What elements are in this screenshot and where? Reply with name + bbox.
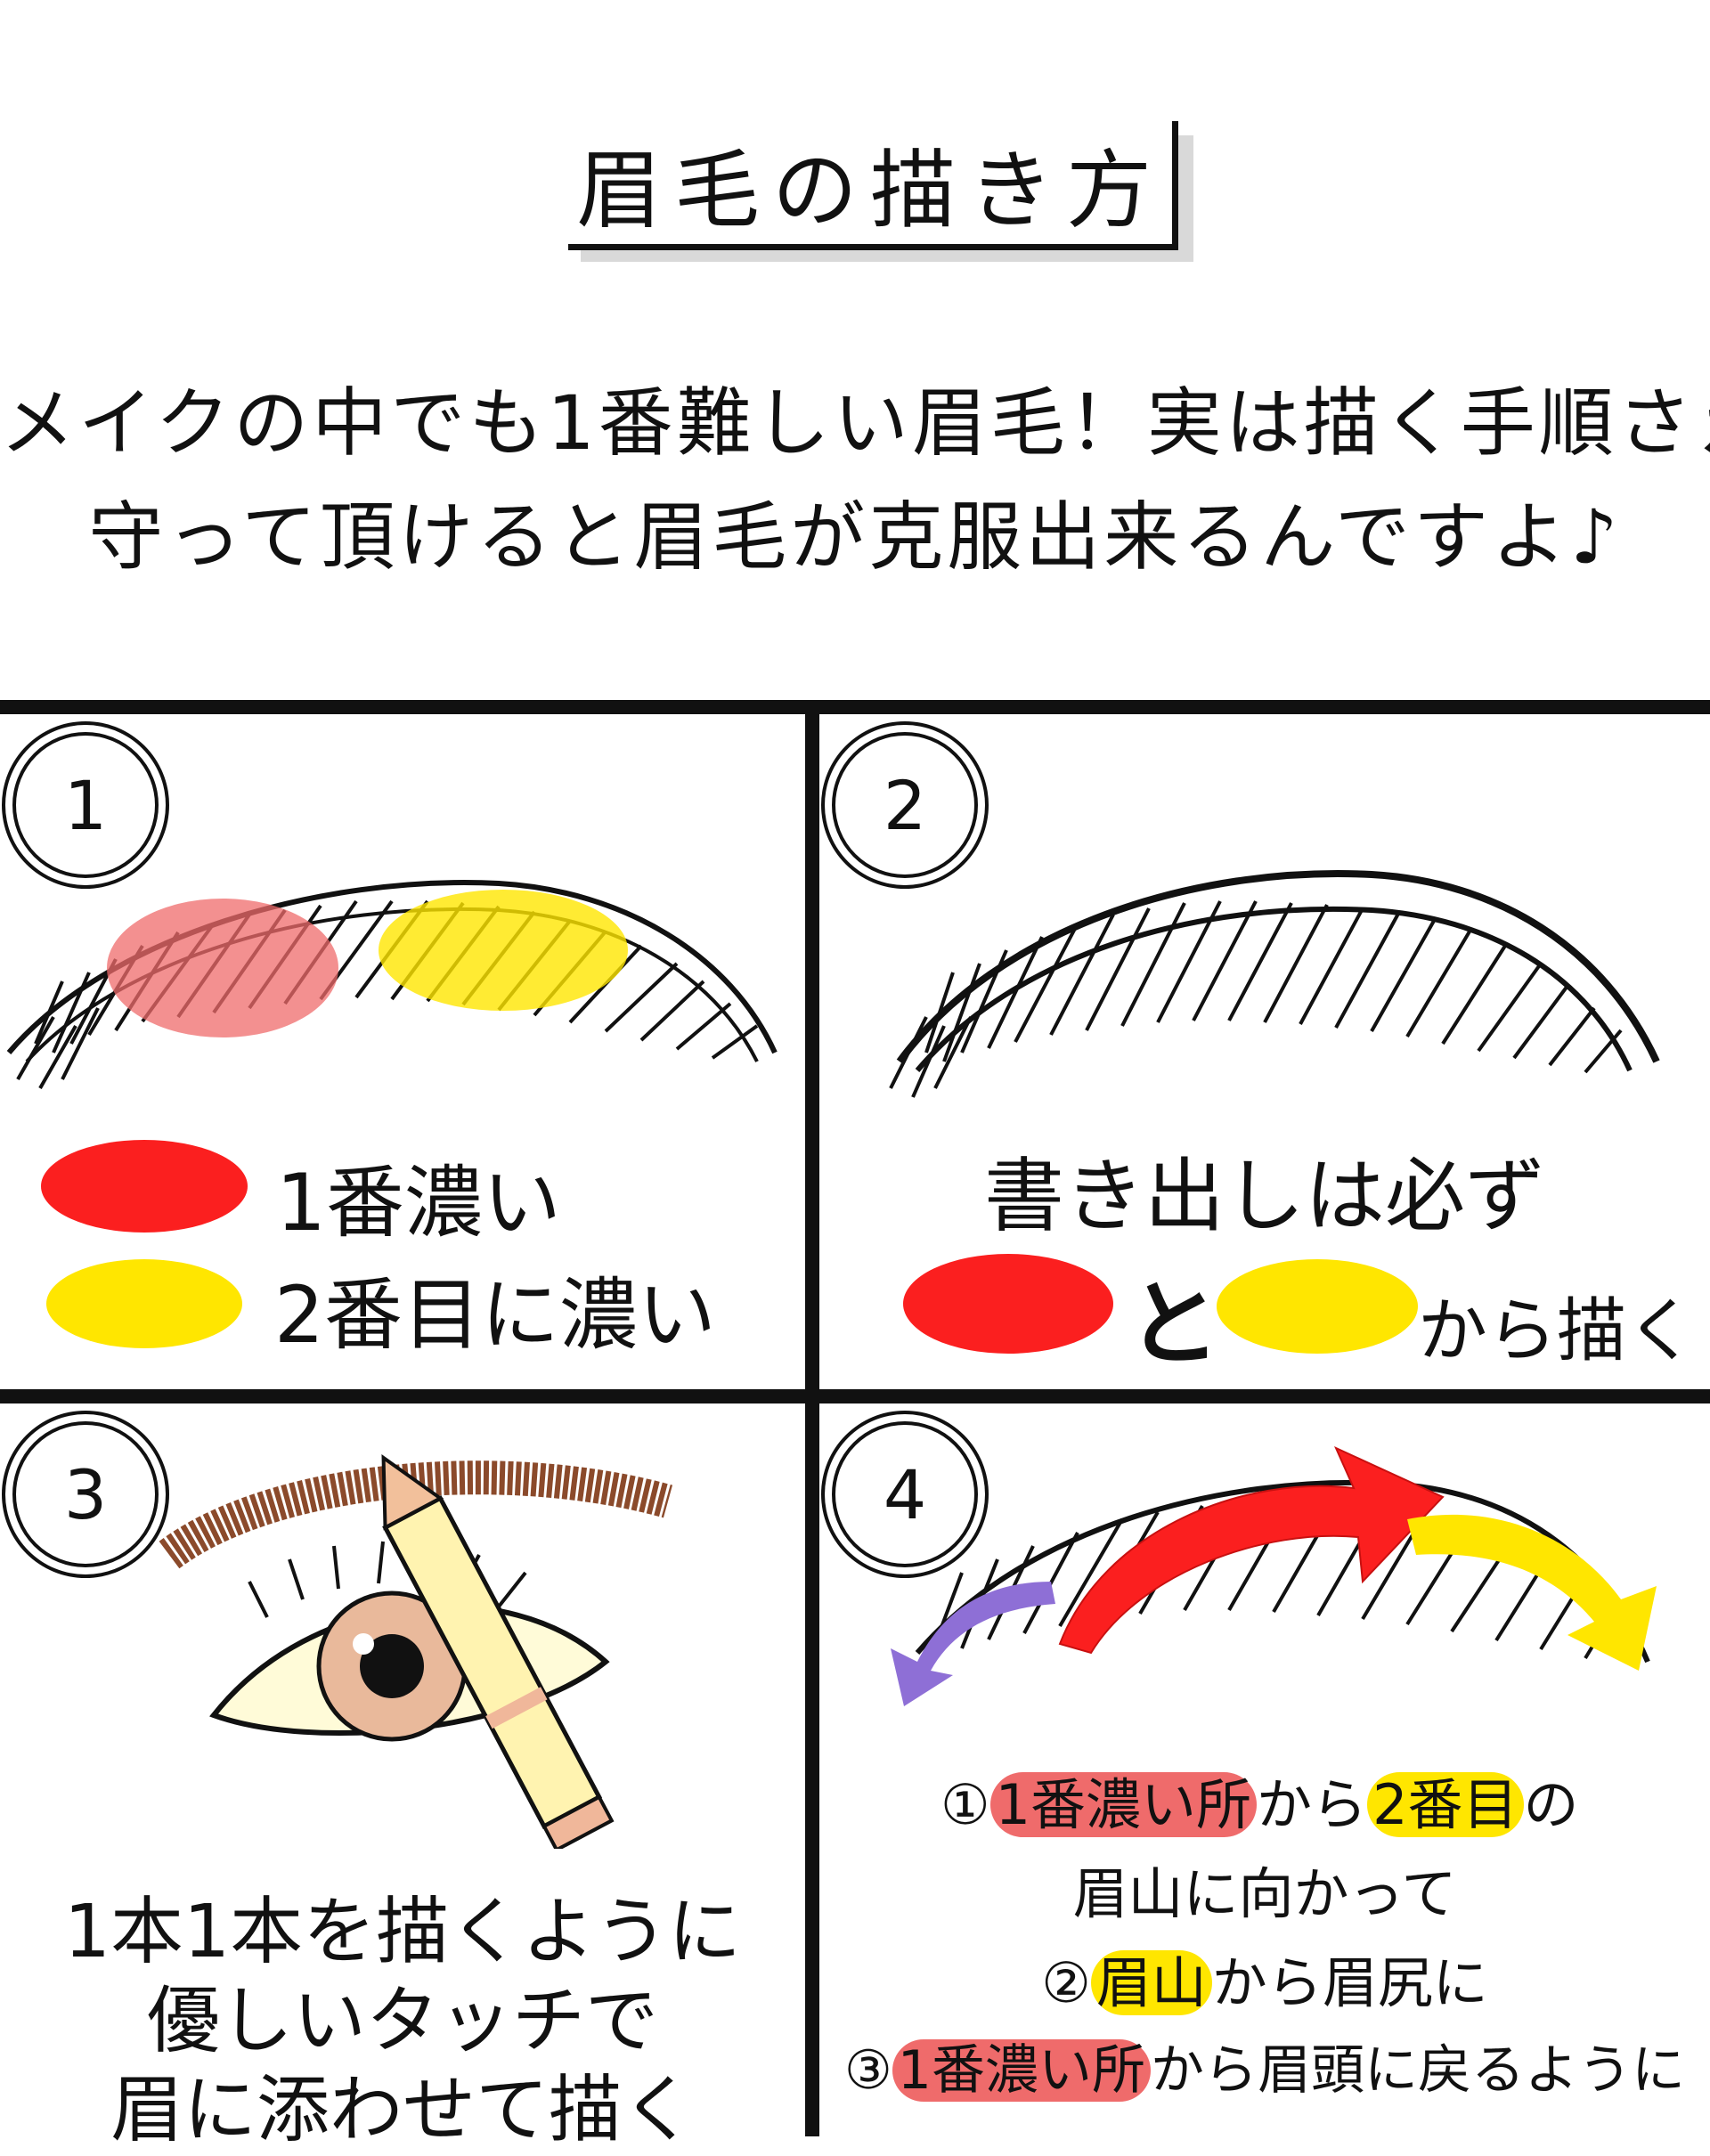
step-4-text-no: の [1523,1772,1579,1837]
grid-top-line [0,700,1710,714]
legend-red-dot [41,1140,248,1233]
panel-2-caption: 書き出しは必ず [984,1150,1545,1243]
yellow-dot [1217,1259,1418,1354]
step-4-line-3: ②眉山から眉尻に [819,1938,1710,2018]
grid-middle-line [0,1389,1710,1403]
step-number-3: 3 [12,1421,159,1567]
eyebrow-4-illustration [891,1445,1657,1706]
title-box: 眉毛の描き方 [568,121,1178,250]
step-number-2: 2 [832,732,978,878]
step-number-1: 1 [12,732,159,878]
step-4-line-1: ①1番濃い所から2番目の [940,1760,1579,1840]
panel-2-caption-end: から描く [1418,1291,1697,1371]
step-4-text-3: から眉頭に戻るように [1150,2039,1685,2102]
eye-pencil-illustration [159,1454,673,1849]
step-4-highlight-yellow-1: 2番目 [1367,1772,1524,1837]
step-4-text-from: から [1257,1772,1368,1837]
step-4-marker-3: ③ [844,2039,892,2102]
step-4-line-2: 眉山に向かって [1072,1861,1457,1926]
legend-label-2: 2番目に濃い [274,1269,716,1361]
legend-label-1: 1番濃い [276,1157,561,1249]
panel-2: 2 書き出しは必ず と から描く [819,714,1710,1389]
step-4-text-2: から眉尻に [1211,1950,1488,2015]
panel-3-caption-line-2: 優しいタッチで [146,1979,658,2063]
eyebrow-1-illustration [6,880,778,1089]
grid-vertical-line [805,700,819,2136]
legend-yellow-dot [46,1259,242,1348]
intro-line-2: 守って頂けると眉毛が克服出来るんですよ♪ [88,493,1622,581]
eyebrow-2-illustration [889,870,1660,1098]
step-4-marker-2: ② [1041,1950,1091,2015]
panel-1: 1 1番濃い 2番目に濃い [0,714,805,1389]
step-4-highlight-red-2: 1番濃い所 [892,2039,1151,2102]
panel-3-caption-line-1: 1本1本を描くように [63,1890,742,1974]
panel-3-caption-line-3: 眉に添わせて描く [110,2068,695,2152]
step-number-4: 4 [832,1421,978,1567]
panel-3: 3 1本1本を描くように 優しいタッチで 眉に添わせて描く [0,1403,805,2152]
step-4-highlight-red-1: 1番濃い所 [989,1772,1258,1837]
red-dot [903,1254,1113,1354]
step-4-marker-1: ① [940,1772,990,1837]
step-4-highlight-yellow-2: 眉山 [1090,1950,1212,2015]
page-title: 眉毛の描き方 [576,140,1164,240]
intro-line-1: メイクの中でも1番難しい眉毛！実は描く手順さえ [0,379,1710,467]
panel-2-and: と [1128,1270,1221,1379]
